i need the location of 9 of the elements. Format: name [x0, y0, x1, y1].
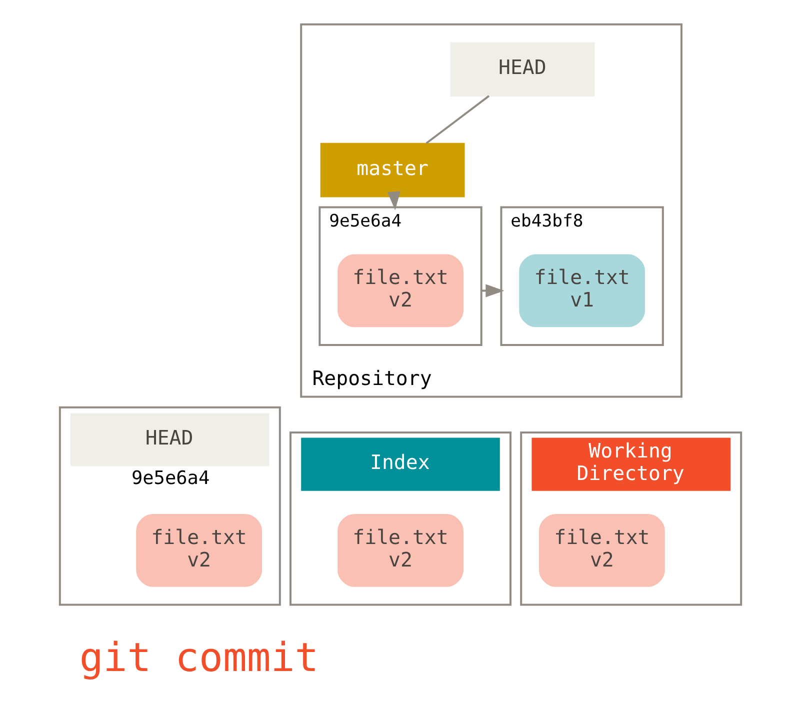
label: git commit — [78, 635, 318, 682]
node-box: file.txt v2 — [538, 514, 664, 587]
node-box: file.txt v1 — [518, 254, 645, 328]
node-box: file.txt v2 — [337, 254, 463, 328]
node-box: file.txt v2 — [136, 514, 262, 587]
connector — [425, 95, 490, 144]
arrow — [386, 191, 400, 210]
node-box: HEAD — [450, 42, 594, 97]
node-box: file.txt v2 — [337, 514, 463, 587]
